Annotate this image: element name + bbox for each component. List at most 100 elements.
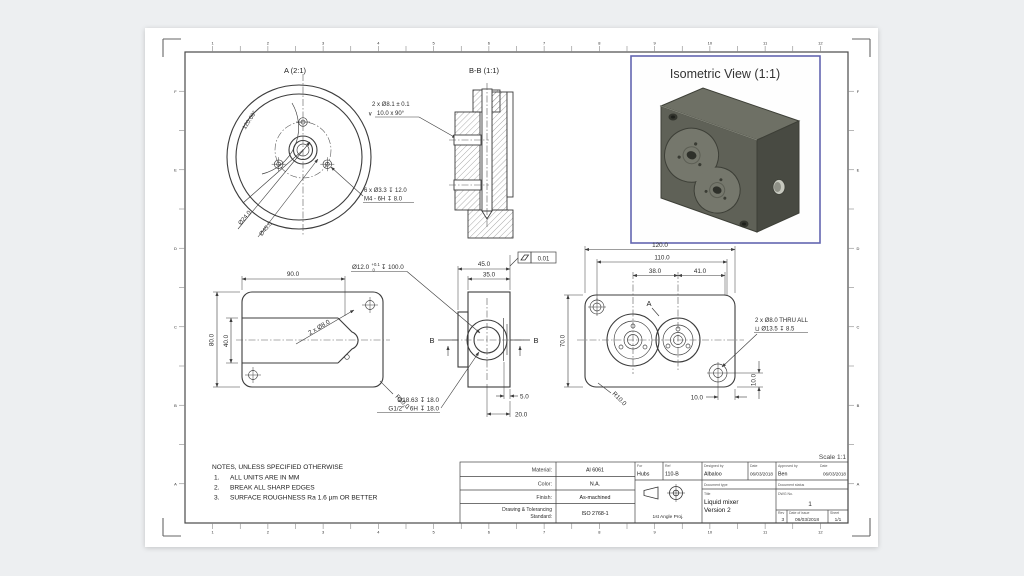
svg-text:6: 6 [488,41,491,46]
front-dim-80: 80.0 [209,333,216,346]
rev-label: Rev [778,511,784,515]
svg-text:9: 9 [654,530,657,535]
top-dim-120: 120.0 [652,242,668,249]
finish-value: As-machined [580,495,611,501]
material-label: Material: [532,468,552,474]
svg-text:12: 12 [818,530,823,535]
flatness-tolerance-frame: 0.01 [509,251,557,267]
svg-text:A: A [174,481,177,486]
scale-note: Scale 1:1 [819,454,846,461]
flatness-value: 0.01 [538,257,550,263]
svg-text:1: 1 [212,530,215,535]
document-status-label: Document status [778,483,805,487]
side-view: 45.0 35.0 0.01 Ø12.0 +0.1 0 ↧ 100.0 [351,251,557,419]
svg-text:3: 3 [322,41,325,46]
svg-text:C: C [857,324,860,329]
top-dim-41: 41.0 [694,268,707,275]
title-block: Material: Al 6061 Color: N.A. Finish: As… [459,461,849,524]
side-dim-45: 45.0 [478,261,491,268]
note-2-num: 2. [214,485,220,492]
figure-eight-boss [664,127,741,214]
section-bb-title: B-B (1:1) [469,66,500,75]
cbore-callout-line1: 2 x Ø8.0 THRU ALL [755,318,809,324]
port-callout-line1: Ø18.63 ↧ 18.0 [397,397,439,404]
svg-text:1: 1 [212,41,215,46]
note-2-text: BREAK ALL SHARP EDGES [230,485,315,492]
svg-text:E: E [857,167,860,172]
isometric-title: Isometric View (1:1) [670,67,780,81]
svg-text:4: 4 [377,530,380,535]
cbore-callout-line2: ⊔ Ø13.5 ↧ 8.5 [755,326,795,333]
svg-text:3: 3 [322,530,325,535]
designed-by-value: Albaloo [704,472,722,478]
date2-value: 06/03/2018 [823,472,846,477]
approved-by-label: Approved by [778,464,798,468]
standard-label-line1: Drawing & Tolerancing [502,507,552,513]
svg-text:D: D [174,246,177,251]
section-cut-markers: B B [429,336,539,356]
front-dim-40: 40.0 [223,334,230,347]
top-dim-38: 38.0 [649,268,662,275]
designed-by-label: Designed by [704,464,724,468]
svg-text:11: 11 [763,41,768,46]
date1-value: 06/03/2018 [750,472,773,477]
note-1-text: ALL UNITS ARE IN MM [230,475,299,482]
section-view-bb: B-B (1:1) [449,66,514,239]
rev-value: 3 [782,517,785,523]
section-label-b-left: B [429,336,434,345]
standard-value: ISO 2768-1 [581,511,608,517]
svg-text:11: 11 [763,530,768,535]
side-dim-5: 5.0 [520,394,529,401]
date-of-issue-label: Date of issue [789,511,809,515]
csk-callout-line2: 10.0 x 90° [377,111,405,117]
svg-text:5: 5 [433,530,436,535]
bore-tol-upper: +0.1 [372,262,381,267]
corner-trim-marks [162,38,871,537]
bore-dia: Ø12.0 [352,264,370,271]
svg-text:F: F [174,89,177,94]
front-holes-callout: 2 x Ø8.0 [307,318,332,336]
tap-callout-line2: M4 - 6H ↧ 8.0 [364,196,403,203]
note-1-num: 1. [214,475,220,482]
flatness-icon [520,254,530,261]
svg-text:5: 5 [433,41,436,46]
finish-label: Finish: [536,495,552,501]
ref-label: Ref [665,464,670,468]
svg-text:7: 7 [543,41,546,46]
isometric-part-render [659,87,801,233]
svg-text:10: 10 [708,530,713,535]
svg-text:2: 2 [267,530,270,535]
material-value: Al 6061 [586,468,604,474]
standard-label-line2: Standard: [530,514,552,520]
svg-text:6: 6 [488,530,491,535]
svg-text:12: 12 [818,41,823,46]
title-label: Title [704,492,711,496]
color-label: Color: [538,482,552,488]
sheet-label: Sheet [830,511,839,515]
port-callout-line2: G1/2" - 6H ↧ 18.0 [388,406,439,413]
sheet-value: 1/1 [835,517,842,523]
drawing-title-line2: Version 2 [704,507,731,514]
dwg-no-value: 1 [808,501,812,508]
svg-text:8: 8 [598,530,601,535]
color-value: N.A. [590,482,600,488]
approved-by-value: Ben [778,472,787,478]
dwg-no-label: DWG No. [778,492,793,496]
svg-text:C: C [174,324,177,329]
notes-heading: NOTES, UNLESS SPECIFIED OTHERWISE [212,464,344,471]
note-3-num: 3. [214,495,220,502]
countersink-icon: ∨ [368,112,372,118]
projection-label: 1st Angle Proj. [653,514,684,520]
drawing-title-line1: Liquid mixer [704,499,739,506]
notes-block: NOTES, UNLESS SPECIFIED OTHERWISE 1. ALL… [212,464,378,502]
top-dim-10-right: 10.0 [751,373,758,386]
date1-label: Date [750,464,757,468]
detail-marker-a: A [646,299,651,308]
front-dim-90: 90.0 [287,271,300,278]
svg-text:D: D [857,246,860,251]
date2-label: Date [820,464,827,468]
svg-text:A: A [857,481,860,486]
top-dim-10-bottom: 10.0 [691,395,704,402]
